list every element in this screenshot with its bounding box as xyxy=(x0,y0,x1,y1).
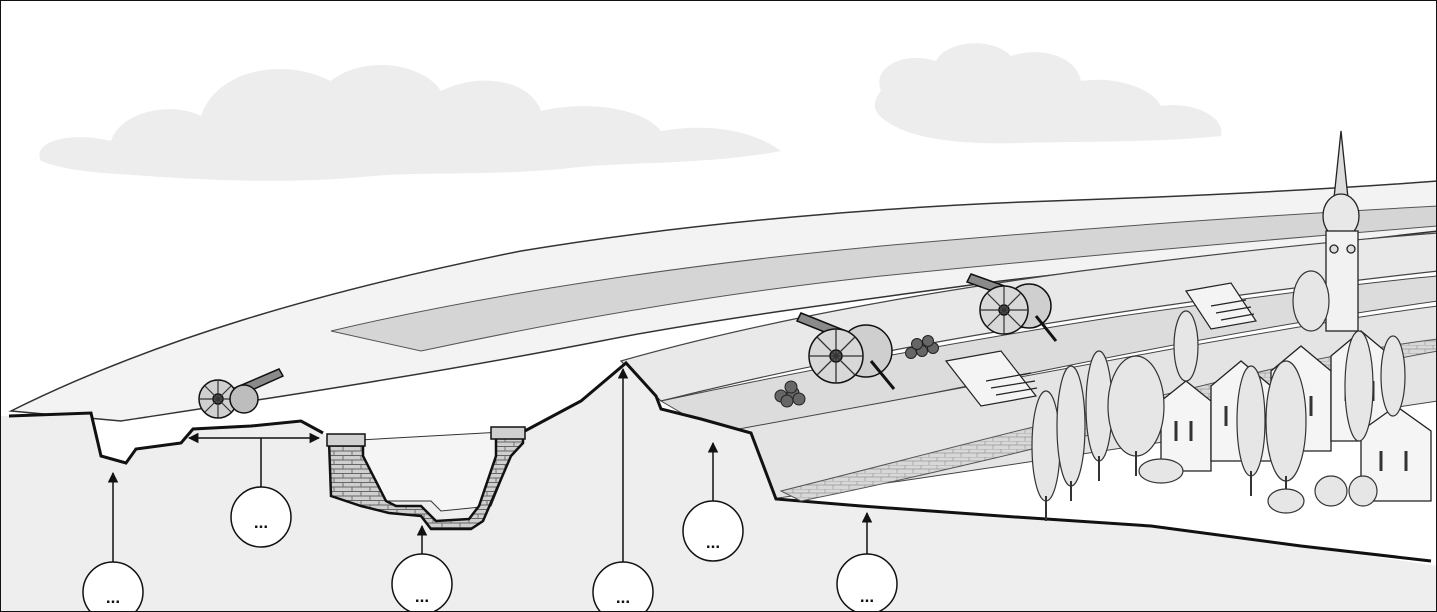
callout-4-label: ... xyxy=(616,588,630,607)
callout-2-label: ... xyxy=(254,513,268,532)
clouds xyxy=(39,43,1221,181)
callout-3-label: ... xyxy=(415,587,429,606)
callout-6-label: ... xyxy=(860,587,874,606)
callout-5[interactable]: ... xyxy=(683,501,743,561)
callout-5-label: ... xyxy=(706,533,720,552)
callout-3[interactable]: ... xyxy=(392,554,452,612)
callout-6[interactable]: ... xyxy=(837,554,897,612)
callout-2[interactable]: ... xyxy=(231,487,291,547)
callout-1-label: ... xyxy=(106,588,120,607)
